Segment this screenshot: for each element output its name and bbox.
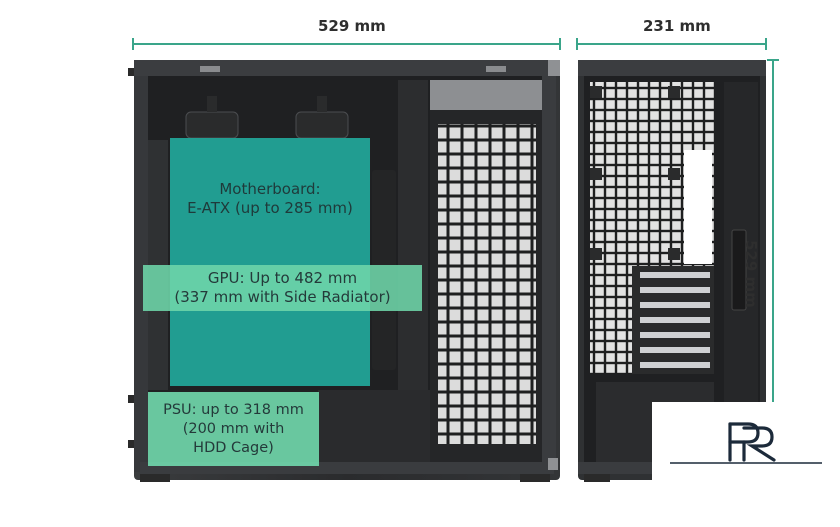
psu-overlay: PSU: up to 318 mm (200 mm with HDD Cage) [148,392,319,466]
gpu-overlay: GPU: Up to 482 mm (337 mm with Side Radi… [143,265,422,311]
motherboard-overlay: Motherboard: E-ATX (up to 285 mm) [170,138,370,386]
psu-spec-text: PSU: up to 318 mm (200 mm with HDD Cage) [163,401,304,456]
watermark-logo-area [652,402,840,523]
depth-dimension-line [576,38,767,50]
width-label: 529 mm [318,17,386,35]
height-label: 529 mm [742,240,760,308]
gpu-spec-text: GPU: Up to 482 mm (337 mm with Side Radi… [174,269,391,306]
motherboard-spec-text: Motherboard: E-ATX (up to 285 mm) [187,180,353,217]
width-dimension-line [132,38,561,50]
case-front-view [578,60,766,482]
pr-logo-icon [670,422,822,464]
depth-label: 231 mm [643,17,711,35]
